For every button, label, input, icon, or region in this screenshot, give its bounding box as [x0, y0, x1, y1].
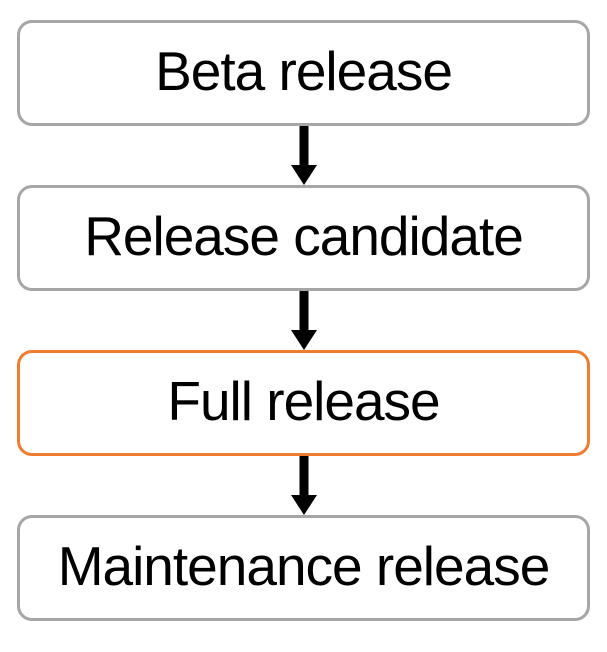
down-arrow-icon [290, 291, 317, 350]
flow-node-maintenance-release: Maintenance release [17, 515, 590, 621]
flow-node-release-candidate: Release candidate [17, 185, 590, 291]
flow-node-label: Maintenance release [57, 534, 551, 597]
down-arrow-icon [290, 456, 317, 515]
flow-node-full-release: Full release [17, 350, 590, 456]
down-arrow-icon [290, 126, 317, 185]
flow-node-label: Full release [167, 369, 440, 432]
flow-node-label: Release candidate [84, 204, 524, 267]
flow-node-label: Beta release [155, 39, 453, 102]
flow-node-beta-release: Beta release [17, 20, 590, 126]
